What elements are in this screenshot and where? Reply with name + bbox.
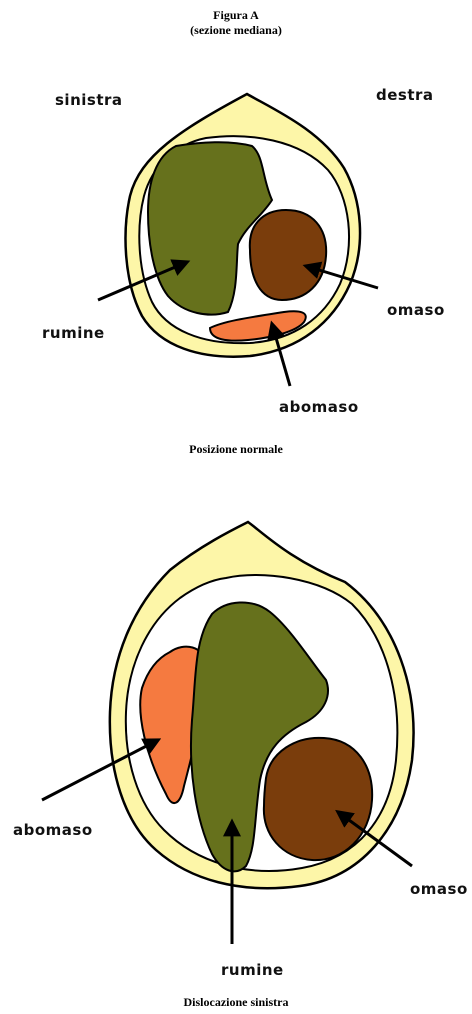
label-omaso-displaced: omaso <box>410 880 468 898</box>
normal-section <box>98 94 378 386</box>
label-sinistra: sinistra <box>55 91 123 109</box>
label-rumine-displaced: rumine <box>221 961 284 979</box>
label-rumine-normal: rumine <box>42 324 105 342</box>
label-abomaso-displaced: abomaso <box>13 821 93 839</box>
displaced-section <box>42 522 414 944</box>
caption-displaced: Dislocazione sinistra <box>0 995 472 1010</box>
omaso-shape-normal <box>250 210 326 300</box>
label-abomaso-normal: abomaso <box>279 398 359 416</box>
caption-normal: Posizione normale <box>0 442 472 457</box>
omaso-shape-displaced <box>264 738 372 860</box>
label-omaso-normal: omaso <box>387 301 445 319</box>
label-destra: destra <box>376 86 434 104</box>
